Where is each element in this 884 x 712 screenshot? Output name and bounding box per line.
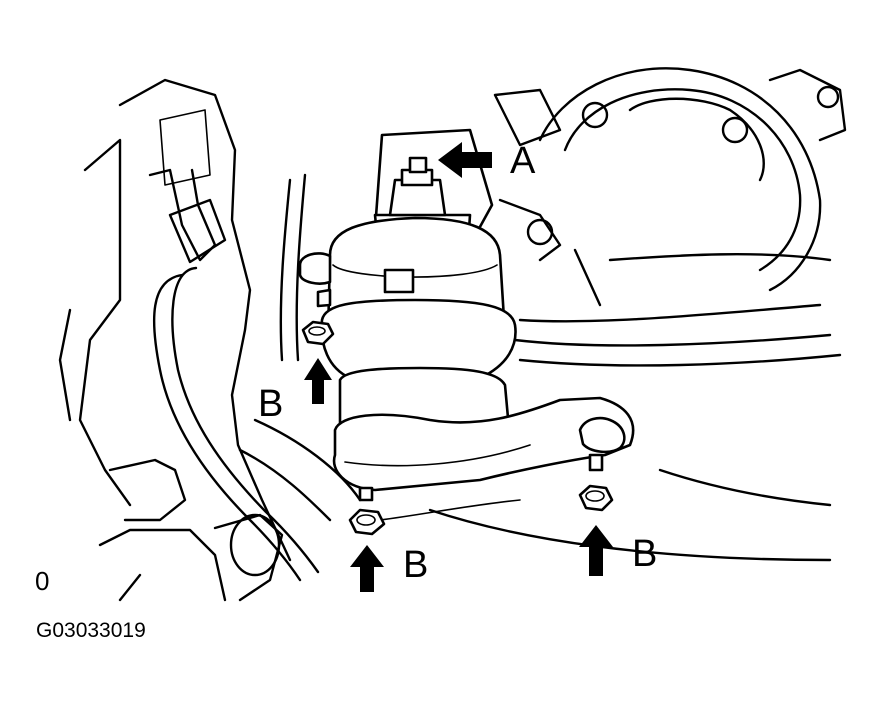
arrow-icon [350, 545, 384, 592]
figure-code: G03033019 [36, 619, 146, 642]
flywheel-outline [493, 67, 847, 292]
mount-base-plate [332, 396, 635, 521]
callout-b-right: B [632, 533, 658, 575]
arrow-icon [304, 358, 332, 404]
callout-b-left: B [258, 383, 284, 425]
corner-label: 0 [35, 566, 50, 596]
callout-b-center: B [403, 544, 429, 586]
callout-a: A [510, 140, 536, 182]
arrow-icon [438, 142, 492, 178]
hose-left [152, 173, 320, 582]
nut-lower-right [578, 484, 614, 512]
arrow-icon [579, 525, 613, 576]
engine-block-outline [58, 78, 292, 562]
nut-upper-left [301, 320, 335, 346]
lower-left-component [98, 513, 284, 602]
nut-lower-center [348, 508, 386, 536]
